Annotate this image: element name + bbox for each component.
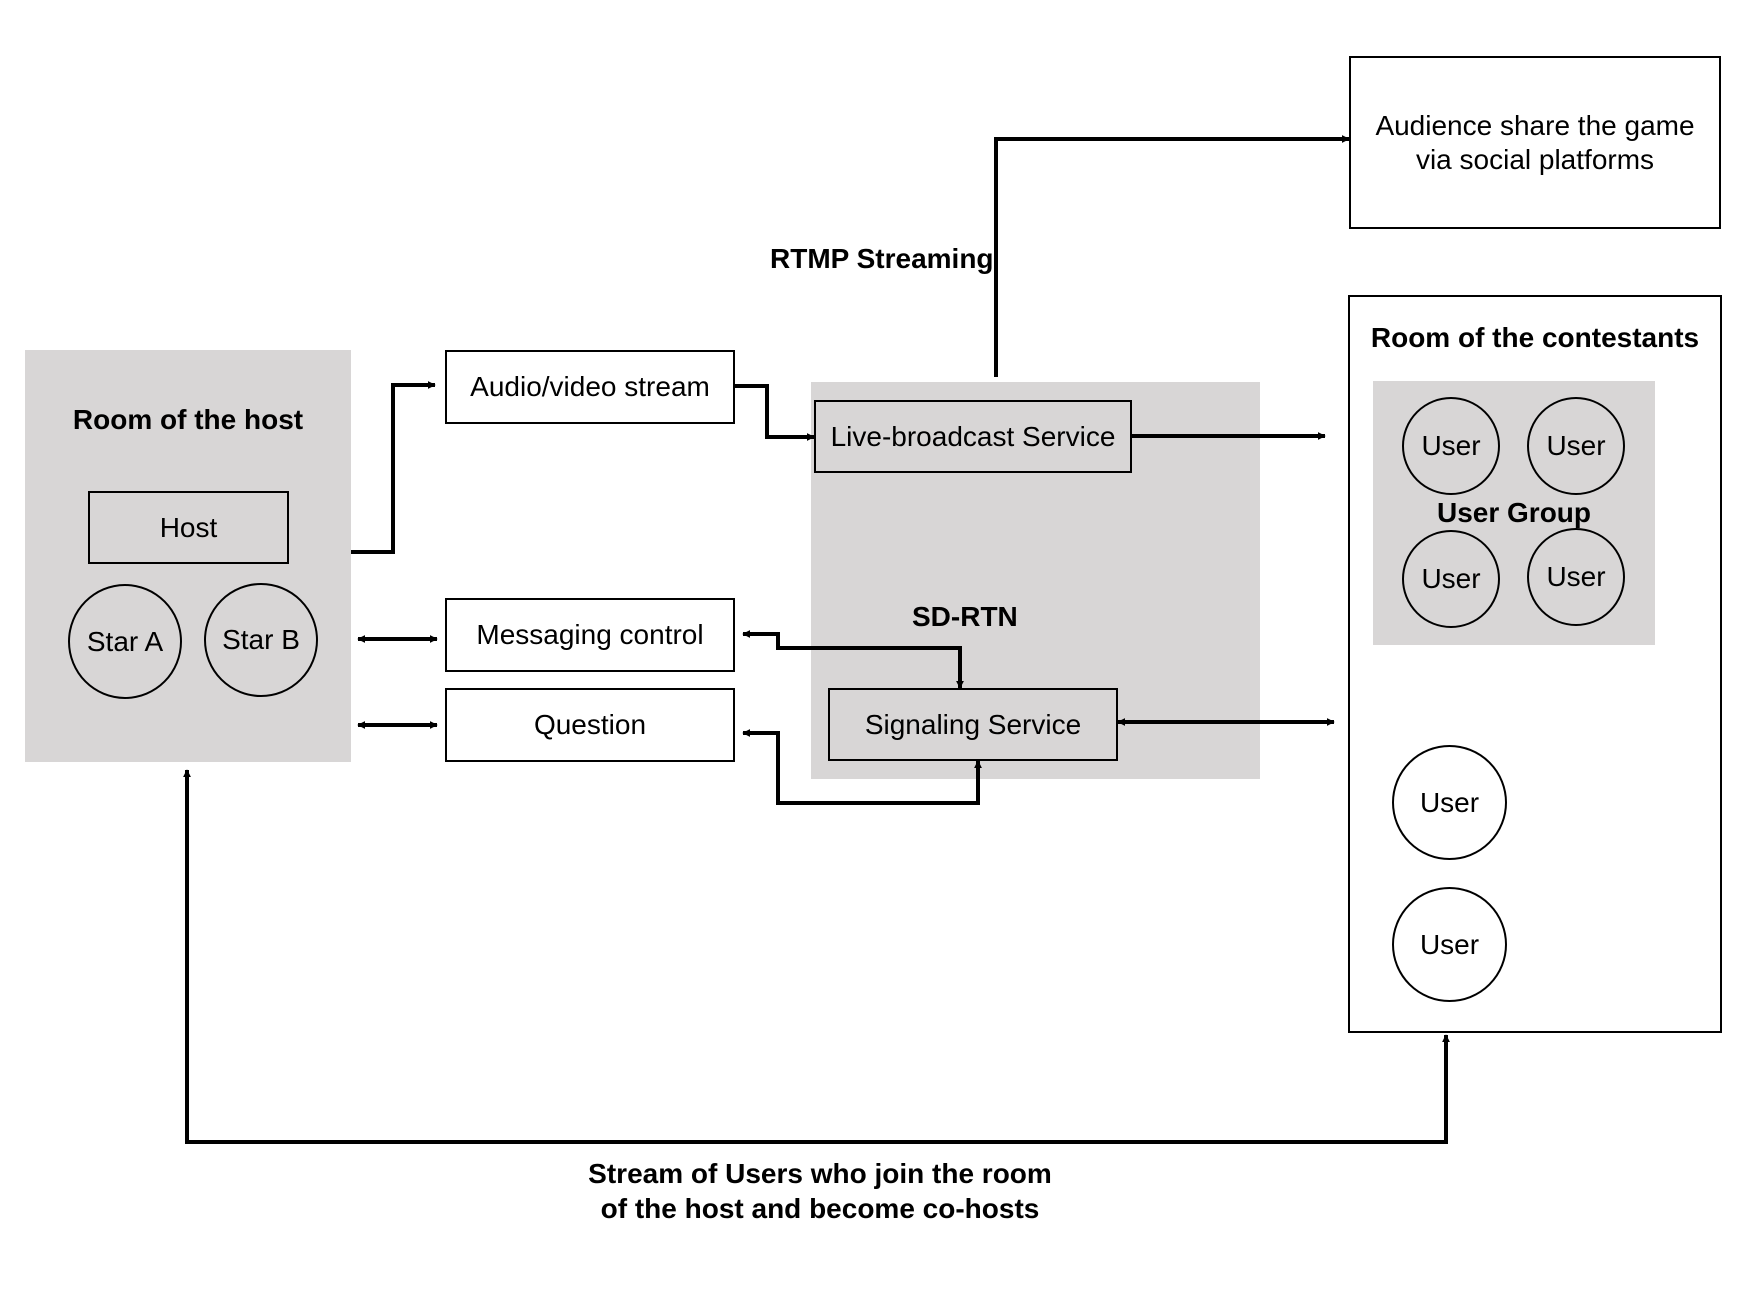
audio-video-stream-box: Audio/video stream: [445, 350, 735, 424]
live-broadcast-service-box: Live-broadcast Service: [814, 400, 1132, 473]
contestants-room-title: Room of the contestants: [1370, 322, 1700, 353]
group-user-4: User: [1527, 528, 1625, 626]
star-a-circle: Star A: [68, 584, 182, 699]
question-box: Question: [445, 688, 735, 762]
group-user-3: User: [1402, 530, 1500, 628]
host-to-audio-video-arrow: [351, 381, 436, 554]
group-user-2: User: [1527, 397, 1625, 495]
group-user-1: User: [1402, 397, 1500, 495]
co-host-stream-loop-arrow: [183, 769, 1450, 1144]
host-box: Host: [88, 491, 289, 564]
bottom-caption-line-1: Stream of Users who join the room: [588, 1158, 1052, 1189]
audience-line-2: via social platforms: [1415, 143, 1655, 175]
host-room-title: Room of the host: [72, 404, 304, 435]
messaging-control-box: Messaging control: [445, 598, 735, 672]
rtmp-streaming-arrow: [994, 135, 1350, 377]
audience-share-box: Audience share the game via social platf…: [1349, 56, 1721, 229]
star-b-circle: Star B: [204, 583, 318, 697]
sdrtn-title: SD-RTN: [912, 601, 1018, 632]
bottom-caption-line-2: of the host and become co-hosts: [600, 1193, 1040, 1224]
rtmp-streaming-label: RTMP Streaming: [770, 243, 994, 274]
audio-video-to-live-broadcast-arrow: [735, 384, 815, 441]
messaging-signaling-double-arrow: [742, 630, 964, 689]
question-signaling-double-arrow: [742, 729, 982, 805]
user-group-label: User Group: [1436, 497, 1592, 528]
bottom-caption: Stream of Users who join the room of the…: [520, 1156, 1120, 1226]
host-room-panel: [25, 350, 351, 762]
audience-line-1: Audience share the game: [1375, 109, 1695, 141]
